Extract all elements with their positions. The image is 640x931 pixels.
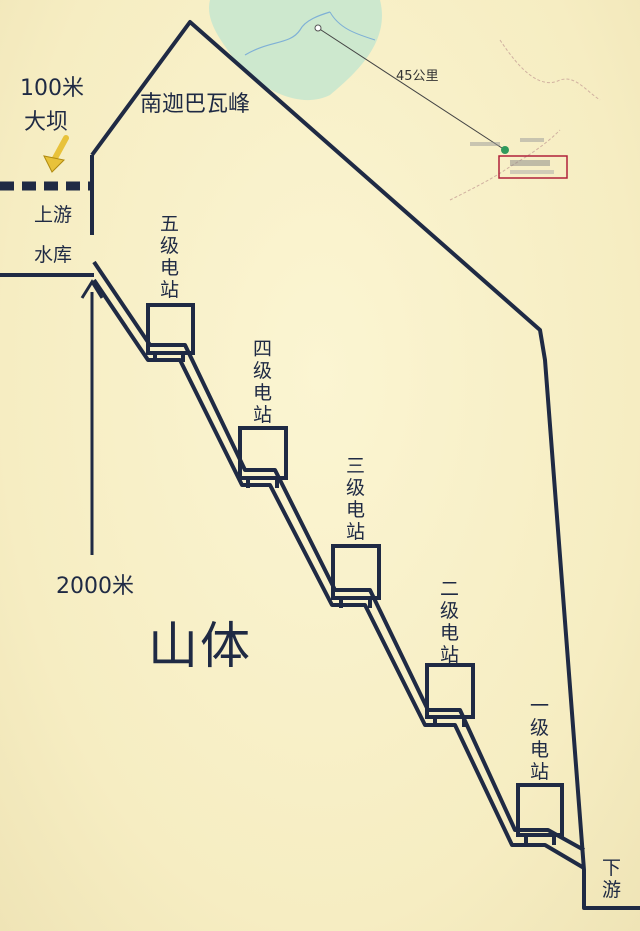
station-label-3: 三级电站: [346, 455, 366, 543]
peak-label: 南迦巴瓦峰: [140, 92, 251, 117]
dam-arrow: [43, 135, 69, 173]
upstream-label-2: 水库: [34, 244, 73, 266]
mountain-label: 山体: [148, 617, 252, 675]
station-box-5: [146, 303, 195, 362]
penstock-tunnel: [92, 260, 586, 870]
map-distance-label: 45公里: [396, 69, 439, 84]
height-arrow: [80, 279, 104, 555]
dam-height-label: 100米: [20, 76, 84, 101]
highlight-box: [498, 155, 568, 179]
station-box-2: [425, 663, 475, 727]
station-label-2: 二级电站: [440, 578, 460, 666]
downstream-label-1: 下: [602, 857, 622, 879]
station-box-4: [238, 426, 288, 488]
station-label-5: 五级电站: [160, 213, 180, 301]
station-box-3: [331, 544, 381, 608]
downstream-label-2: 游: [602, 879, 622, 901]
dam-label: 大坝: [24, 110, 69, 135]
station-box-1: [516, 783, 564, 845]
upstream-label-1: 上游: [34, 204, 73, 226]
station-label-4: 四级电站: [253, 338, 273, 426]
mountain-outline: [90, 20, 640, 910]
drop-height-label: 2000米: [56, 574, 134, 599]
map-inset: [209, 0, 601, 201]
station-label-1: 一级电站: [530, 695, 550, 783]
